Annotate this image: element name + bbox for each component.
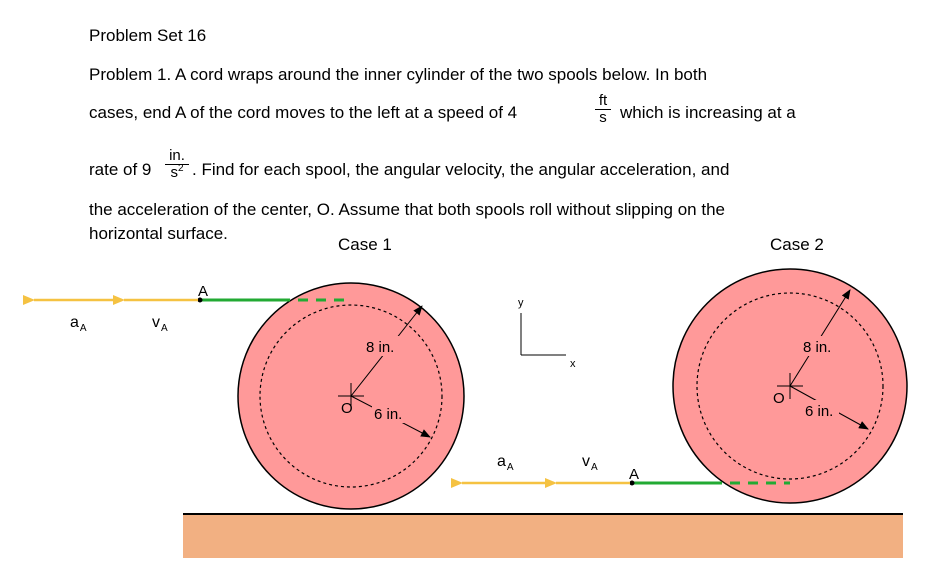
accel-unit-denominator-base: s — [170, 164, 178, 181]
problem-line-5: horizontal surface. — [89, 224, 228, 243]
problem-line-3-end: . Find for each spool, the angular veloc… — [192, 160, 730, 179]
case-2-vel-label: vA — [582, 453, 598, 473]
speed-unit-denominator: s — [599, 109, 607, 126]
case-1-inner-cylinder — [259, 304, 443, 488]
case-1-radius-label-bg — [364, 336, 402, 356]
case-2-accel-symbol: a — [497, 453, 506, 470]
case-2-inner-cylinder — [696, 292, 884, 480]
case-2-radius-label-bg — [801, 336, 839, 356]
problem-line-2-end: which is increasing at a — [620, 103, 796, 122]
accel-unit-numerator: in. — [165, 148, 189, 165]
x-axis-label: x — [570, 358, 576, 370]
case-1-accel-subscript: A — [80, 323, 87, 334]
accel-unit-exponent: 2 — [177, 163, 184, 174]
case-1-accel-label: aA — [70, 314, 87, 334]
case-2-accel-subscript: A — [507, 462, 514, 473]
case-1-inner-label-bg — [372, 403, 408, 423]
case-1-vel-symbol: v — [152, 314, 160, 331]
accel-unit-fraction: in. s2 — [165, 148, 189, 181]
problem-line-2-start: cases, end A of the cord moves to the le… — [89, 103, 518, 122]
case-1-center-label: O — [341, 400, 353, 417]
case-2-point-a-label: A — [629, 466, 639, 483]
case-2-inner-radius-label: 6 in. — [805, 403, 833, 420]
case-1-point-a-label: A — [198, 283, 208, 300]
case-2-spool: 8 in. 6 in. O — [672, 268, 908, 504]
case-1-accel-symbol: a — [70, 314, 79, 331]
case-2-center-label: O — [773, 390, 785, 407]
speed-unit-fraction: ft s — [595, 93, 611, 126]
case-1-label: Case 1 — [338, 235, 392, 254]
case-2-label: Case 2 — [770, 235, 824, 254]
case-2-outer-radius-label: 8 in. — [803, 339, 831, 356]
problem-line-4: the acceleration of the center, O. Assum… — [89, 200, 725, 219]
case-1-vel-subscript: A — [161, 323, 168, 334]
problem-line-1: Problem 1. A cord wraps around the inner… — [89, 65, 708, 84]
case-1-vel-label: vA — [152, 314, 168, 334]
case-2-point-a — [629, 480, 635, 486]
speed-unit-numerator: ft — [595, 93, 611, 110]
y-axis-label: y — [518, 297, 524, 309]
problem-set-title: Problem Set 16 — [89, 26, 207, 45]
case-2-accel-label: aA — [497, 453, 514, 473]
ground-surface — [183, 514, 903, 558]
case-2-vel-subscript: A — [591, 462, 598, 473]
problem-line-3-start: rate of 9 — [89, 160, 152, 179]
problem-line-2: cases, end A of the cord moves to the le… — [89, 103, 517, 123]
case-1-point-a — [197, 297, 203, 303]
case-1-outer-radius-label: 8 in. — [366, 339, 394, 356]
case-2-inner-label-bg — [803, 400, 839, 420]
accel-unit-denominator: s2 — [165, 163, 189, 181]
coordinate-axes: y x — [518, 297, 576, 370]
case-1-spool: 8 in. 6 in. O — [237, 282, 465, 510]
case-2-vel-symbol: v — [582, 453, 590, 470]
problem-line-3: rate of 9 — [89, 160, 151, 180]
case-1-inner-radius-label: 6 in. — [374, 406, 402, 423]
